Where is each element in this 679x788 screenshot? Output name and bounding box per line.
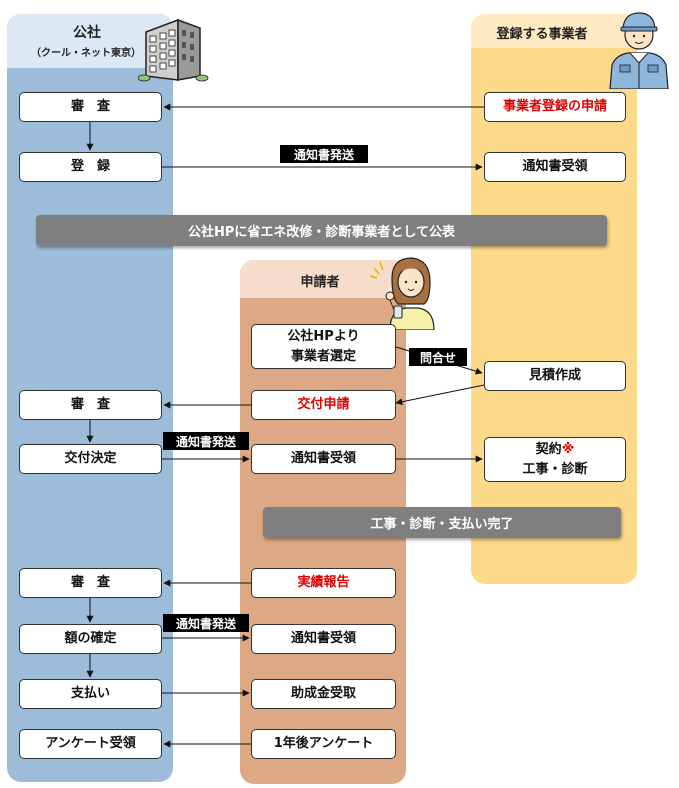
mitsumori-box: 見積作成 [484,361,626,391]
kosha-subtitle: （クール・ネット東京） [31,48,141,59]
jigyosha-lane-header [471,14,637,48]
tsuchisho-hasso-tag-1: 通知書発送 [280,145,368,163]
jisseki-hokoku-box: 実績報告 [251,568,396,598]
joseikin-juryo-box: 助成金受取 [251,679,396,709]
tsuchisho-hasso-tag-3: 通知書発送 [163,614,249,632]
keiyaku-line-1: 契約※ [536,440,575,460]
keiyaku-line-2: 工事・診断 [522,461,588,477]
shinseisha-lane-header [240,260,406,298]
hp-sentei-line-2: 事業者選定 [290,348,356,364]
tsuchisho-juryo-box-3: 通知書受領 [251,624,396,654]
gaku-kakutei-box: 額の確定 [19,624,162,654]
keiyaku-note-mark: ※ [561,442,575,457]
toiawase-tag: 問合せ [409,348,467,366]
kosha-title: 公社 [73,25,101,41]
hp-jigyosha-sentei-box: 公社HPより 事業者選定 [251,324,396,369]
shinsa-box-1: 審 査 [19,92,162,122]
worker-icon [609,12,669,89]
kanryo-banner: 工事・診断・支払い完了 [263,507,621,538]
kofu-kettei-box: 交付決定 [19,444,162,474]
kohyo-banner: 公社HPに省エネ改修・診断事業者として公表 [36,215,607,246]
shinsa-box-3: 審 査 [19,568,162,598]
shinsa-box-2: 審 査 [19,390,162,420]
shinseisha-title: 申請者 [300,275,340,290]
tsuchisho-juryo-box-1: 通知書受領 [484,152,626,182]
keiyaku-label: 契約 [535,442,562,457]
jigyosha-toroku-shinsei-box: 事業者登録の申請 [484,92,626,122]
hp-sentei-line-1: 公社HPより [287,329,360,344]
applicant-woman-icon [369,257,435,330]
shiharai-box: 支払い [19,679,162,709]
building-icon [138,18,209,82]
anketo-juryo-box: アンケート受領 [19,729,162,759]
kofu-shinsei-box: 交付申請 [251,390,396,420]
anketo-1nengo-box: 1年後アンケート [251,729,396,759]
jigyosha-title: 登録する事業者 [496,27,588,42]
tsuchisho-hasso-tag-2: 通知書発送 [163,432,249,450]
tsuchisho-juryo-box-2: 通知書受領 [251,444,396,474]
toroku-box: 登 録 [19,152,162,182]
keiyaku-box: 契約※ 工事・診断 [484,437,626,482]
